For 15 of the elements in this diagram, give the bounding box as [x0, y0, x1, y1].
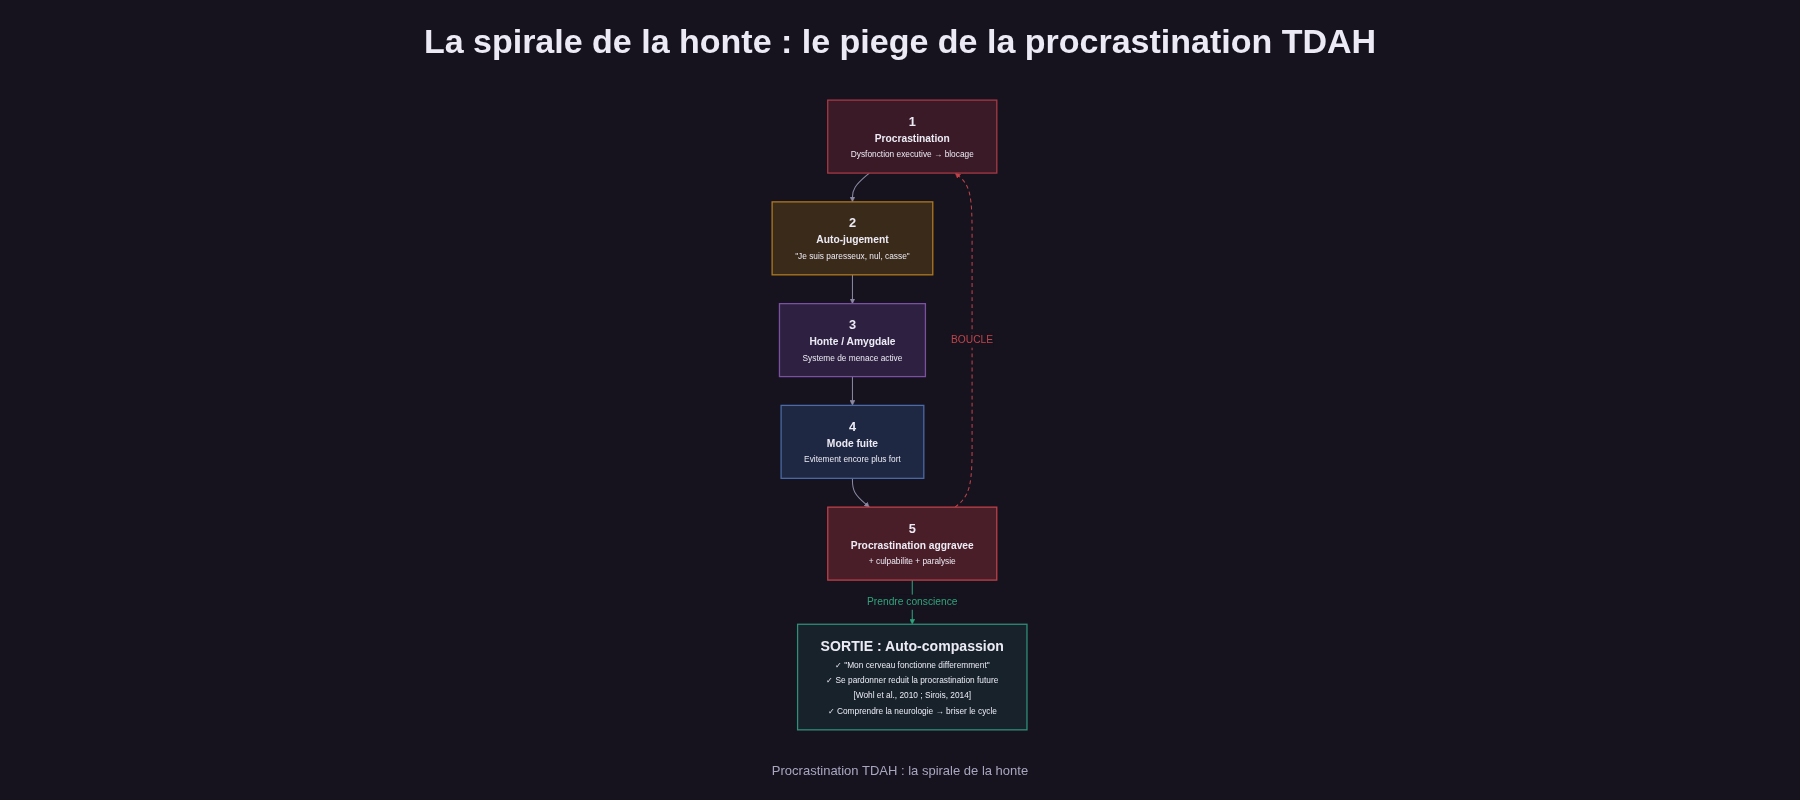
arrow — [955, 172, 974, 508]
edge-label: BOUCLE — [951, 334, 994, 346]
node-box: 2 Auto-jugement "Je suis paresseux, nul, casse" — [771, 201, 934, 276]
node-box: 5 Procrastination aggravee + culpabilite + paralysie — [827, 506, 998, 581]
diagram-title: La spirale de la honte : le piege de la procrastination TDAH — [422, 21, 1378, 62]
arrow — [850, 376, 856, 406]
arrow — [850, 274, 856, 304]
caption: Procrastination TDAH : la spirale de la honte — [771, 763, 1029, 778]
edge-label: Prendre conscience — [867, 596, 958, 608]
node-box: SORTIE : Auto-compassion ✓ "Mon cerveau fonctionne differemment" ✓ Se pardonner reduit la procrastination future [Wohl et al., 2010 ; Sirois, 2014] ✓ Comprendre la neurologie → briser le cycle — [797, 623, 1029, 731]
node-box: 3 Honte / Amygdale Systeme de menace active — [779, 303, 927, 378]
arrow — [852, 477, 871, 508]
arrow — [850, 172, 871, 203]
node-box: 4 Mode fuite Evitement encore plus fort — [780, 404, 925, 479]
node-box: 1 Procrastination Dysfonction executive → blocage — [827, 99, 998, 174]
